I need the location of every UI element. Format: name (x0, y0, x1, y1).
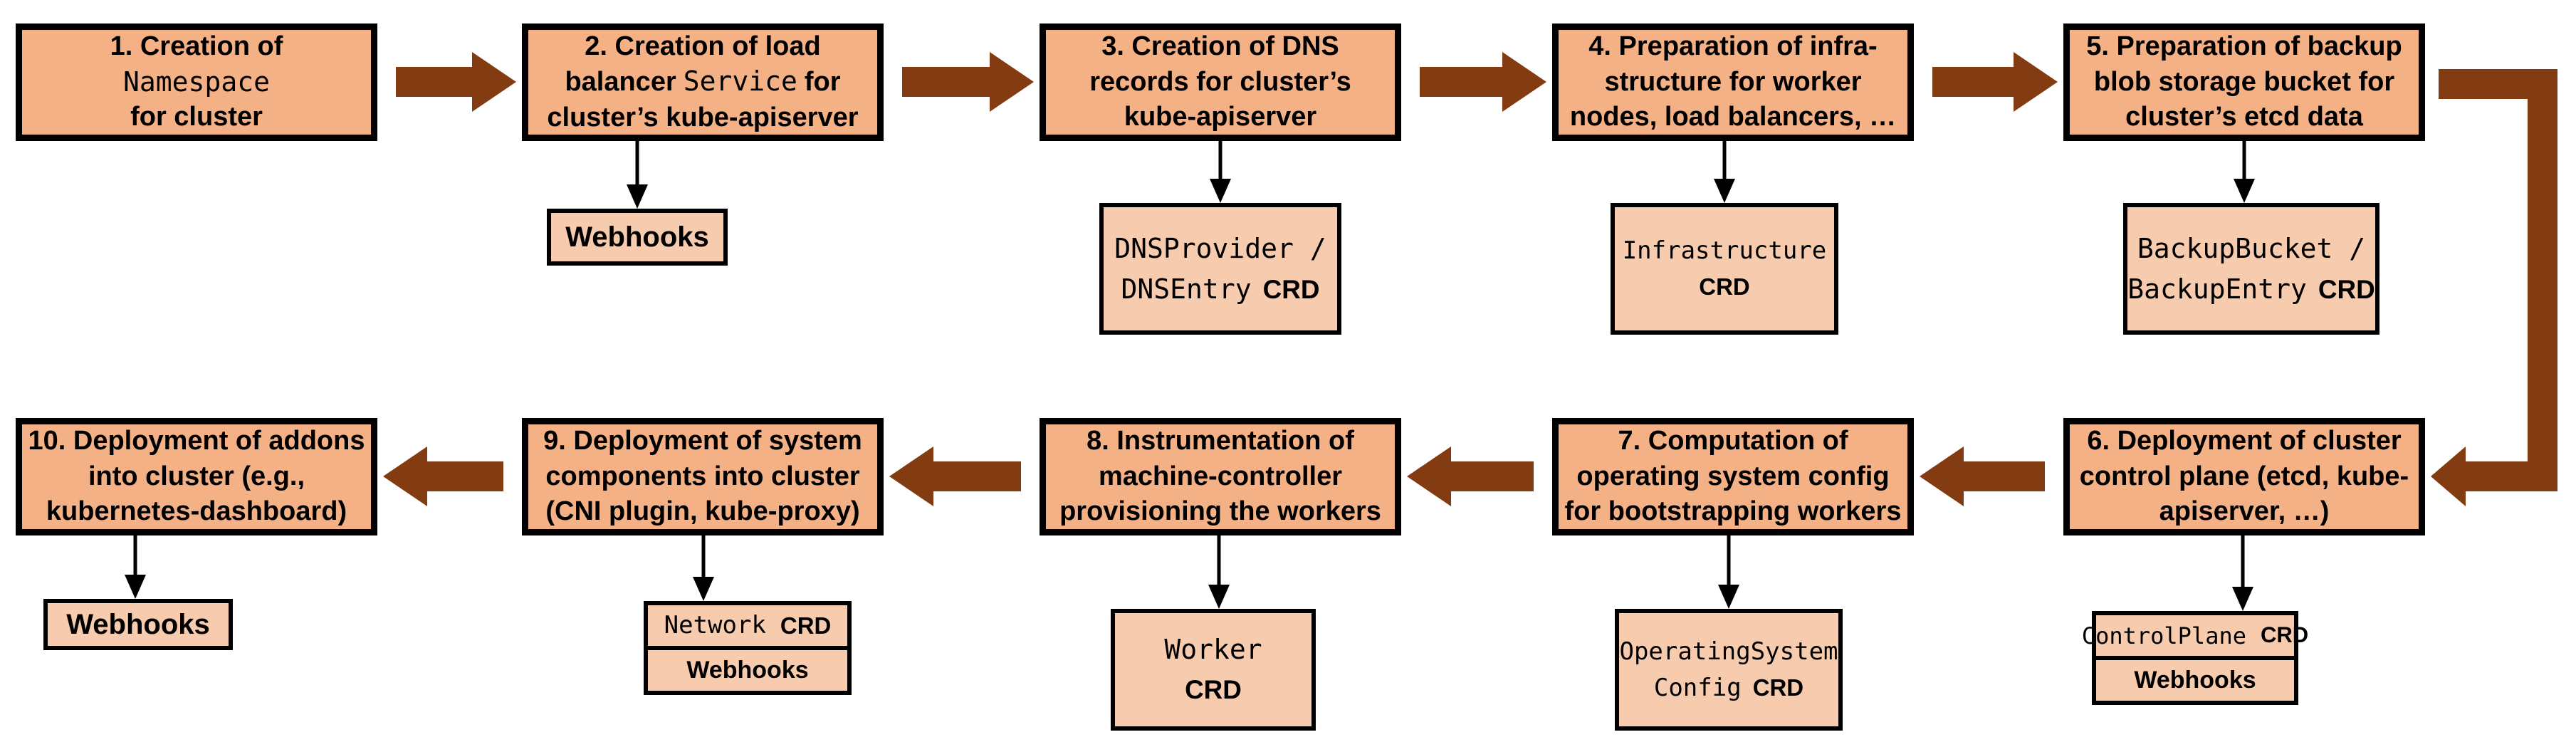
artifact-row-crd: ControlPlane CRD (2082, 615, 2308, 656)
flow-arrow-1-to-2-icon (396, 52, 516, 112)
step-box-10-deploy-addons: 10. Deployment of addons into cluster (e… (16, 418, 377, 535)
artifact-connector-2-icon (627, 141, 648, 209)
artifact-box-worker-crd: Worker CRD (1111, 609, 1316, 731)
webhooks-label: Webhooks (2134, 667, 2256, 694)
step-title: 5. Preparation of backup blob storage bu… (2074, 29, 2414, 135)
step-box-4-prepare-infrastructure: 4. Preparation of infra-structure for wo… (1552, 23, 1914, 141)
step-title: 7. Computation of operating system confi… (1563, 424, 1903, 529)
step-title-text: 7. Computation of operating system confi… (1564, 426, 1902, 527)
step-box-3-create-dns-records: 3. Creation of DNS records for cluster’s… (1040, 23, 1401, 141)
artifact-row-webhooks: Webhooks (648, 646, 847, 691)
artifact-box-backup-crd: BackupBucket / BackupEntry CRD (2123, 203, 2379, 335)
webhooks-label: Webhooks (66, 609, 210, 640)
crd-resource-name: ControlPlane (2081, 622, 2246, 649)
step-title-text: 1. Creation of (110, 31, 283, 62)
crd-label: CRD (1185, 675, 1242, 705)
artifact-connector-5-icon (2234, 141, 2255, 203)
elbow-connector-5-to-6-icon (2431, 69, 2557, 506)
artifact-connector-8-icon (1208, 535, 1230, 609)
artifact-box-dns-crd: DNSProvider / DNSEntry CRD (1099, 203, 1341, 335)
step-title-text: 10. Deployment of addons into cluster (e… (28, 426, 365, 527)
crd-resource-name: DNSEntry (1121, 273, 1252, 305)
artifact-box-webhooks-step-2: Webhooks (547, 209, 728, 266)
step-title-text: 8. Instrumentation of machine-controller… (1059, 426, 1381, 527)
crd-resource-name: DNSProvider / (1114, 232, 1326, 264)
artifact-connector-9-icon (693, 535, 714, 601)
flow-arrow-8-to-9-icon (889, 446, 1021, 506)
step-title-text: for cluster (130, 102, 263, 132)
crd-resource-name: OperatingSystem (1619, 637, 1838, 666)
step-title-code: Namespace (123, 66, 270, 98)
step-title: 8. Instrumentation of machine-controller… (1050, 424, 1391, 529)
artifact-line: DNSProvider / (1114, 229, 1326, 269)
artifact-line: Infrastructure (1623, 233, 1827, 269)
crd-label: CRD (1262, 274, 1320, 304)
flow-arrow-2-to-3-icon (902, 52, 1034, 112)
crd-resource-name: Config (1653, 673, 1742, 702)
crd-resource-name: Infrastructure (1622, 236, 1827, 266)
flow-arrow-9-to-10-icon (383, 446, 503, 506)
step-box-5-prepare-backup-bucket: 5. Preparation of backup blob storage bu… (2063, 23, 2425, 141)
artifact-box-controlplane-crd-webhooks: ControlPlane CRD Webhooks (2082, 611, 2308, 705)
step-title: 10. Deployment of addons into cluster (e… (26, 424, 367, 529)
flow-arrow-6-to-7-icon (1920, 446, 2045, 506)
artifact-connector-7-icon (1718, 535, 1739, 609)
artifact-box-webhooks-step-10: Webhooks (43, 599, 233, 650)
step-title: 1. Creation of Namespace for cluster (110, 29, 283, 135)
artifact-row-crd: Network CRD (648, 605, 847, 646)
artifact-line: CRD (1699, 269, 1749, 304)
artifact-row-webhooks: Webhooks (2096, 656, 2294, 701)
webhooks-label: Webhooks (686, 657, 809, 684)
crd-resource-name: BackupBucket / (2137, 232, 2366, 264)
step-title-code: Service (683, 66, 797, 98)
artifact-connector-6-icon (2232, 535, 2253, 611)
step-title-text: 5. Preparation of backup blob storage bu… (2086, 31, 2402, 132)
step-title-text: 9. Deployment of system components into … (543, 426, 862, 527)
artifact-line: Worker (1164, 629, 1262, 670)
step-title-text: 2. Creation of load balancer (565, 31, 821, 98)
step-title: 4. Preparation of infra-structure for wo… (1563, 29, 1903, 135)
step-box-1-create-namespace: 1. Creation of Namespace for cluster (16, 23, 377, 141)
artifact-box-network-crd-webhooks: Network CRD Webhooks (644, 601, 852, 695)
artifact-connector-10-icon (125, 535, 146, 599)
crd-label: CRD (2260, 622, 2309, 648)
step-box-9-deploy-system-components: 9. Deployment of system components into … (522, 418, 884, 535)
artifact-box-infrastructure-crd: Infrastructure CRD (1611, 203, 1838, 335)
artifact-line: BackupBucket / (2137, 229, 2365, 269)
step-title: 6. Deployment of cluster control plane (… (2074, 424, 2414, 529)
step-title-text: 3. Creation of DNS records for cluster’s… (1089, 31, 1351, 132)
artifact-line: DNSEntry CRD (1121, 269, 1320, 310)
step-title-text: 4. Preparation of infra-structure for wo… (1569, 31, 1897, 132)
artifact-line: BackupEntry CRD (2127, 269, 2375, 310)
step-title-text: 6. Deployment of cluster control plane (… (2079, 426, 2409, 527)
crd-label: CRD (780, 612, 832, 639)
artifact-line: CRD (1185, 670, 1242, 709)
crd-resource-name: BackupEntry (2127, 273, 2307, 305)
step-title: 3. Creation of DNS records for cluster’s… (1050, 29, 1391, 135)
crd-label: CRD (1752, 674, 1804, 701)
step-box-6-deploy-control-plane: 6. Deployment of cluster control plane (… (2063, 418, 2425, 535)
artifact-line: Config CRD (1654, 670, 1803, 706)
artifact-connector-3-icon (1210, 141, 1231, 203)
crd-label: CRD (2318, 274, 2375, 304)
crd-resource-name: Worker (1164, 634, 1262, 666)
step-box-7-compute-os-config: 7. Computation of operating system confi… (1552, 418, 1914, 535)
artifact-box-operatingsystemconfig-crd: OperatingSystem Config CRD (1615, 609, 1843, 731)
step-title-text: for cluster’s kube-apiserver (547, 67, 859, 132)
step-title: 9. Deployment of system components into … (533, 424, 873, 529)
artifact-line: OperatingSystem (1619, 634, 1838, 670)
crd-resource-name: Network (664, 611, 766, 639)
webhooks-label: Webhooks (565, 221, 709, 253)
step-box-8-instrument-machine-controller: 8. Instrumentation of machine-controller… (1040, 418, 1401, 535)
flow-arrow-4-to-5-icon (1932, 52, 2058, 112)
flow-arrow-7-to-8-icon (1407, 446, 1534, 506)
artifact-connector-4-icon (1714, 141, 1735, 203)
flow-arrow-3-to-4-icon (1420, 52, 1546, 112)
crd-label: CRD (1699, 273, 1750, 301)
